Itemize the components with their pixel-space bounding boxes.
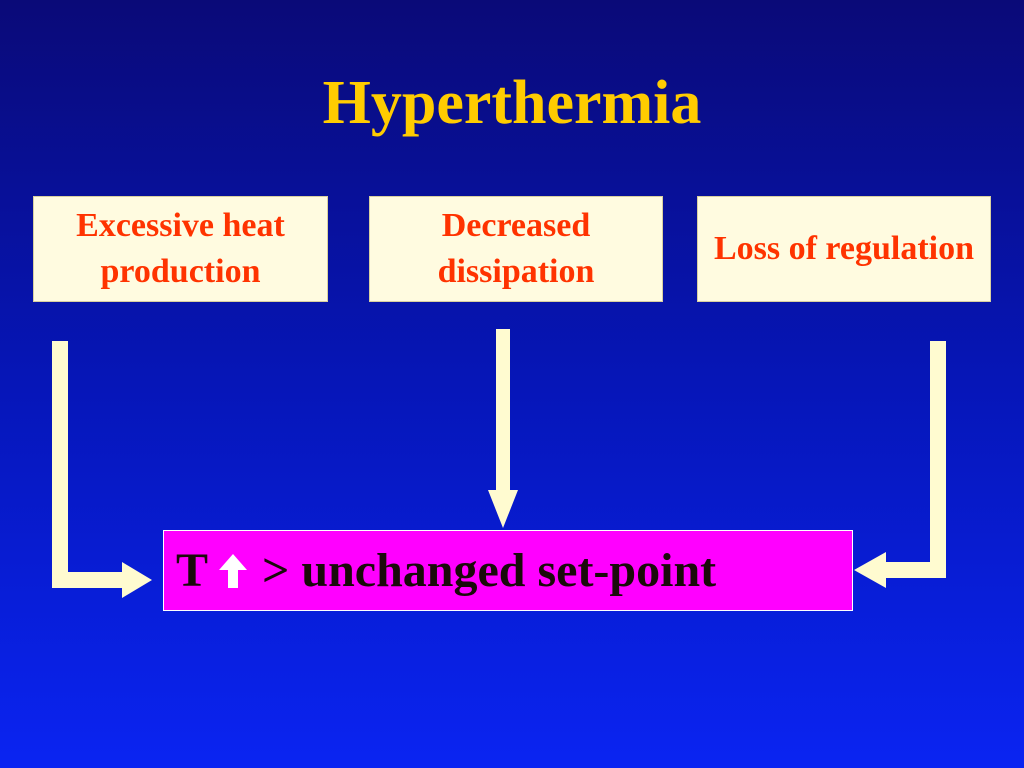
result-box: T > unchanged set-point: [163, 530, 853, 611]
connector-arrow-right: [854, 341, 946, 588]
result-prefix: T: [176, 544, 209, 597]
cause-label: Excessive heat production: [76, 207, 285, 290]
connector-arrow-left: [52, 341, 152, 598]
connector-arrow-center: [488, 329, 518, 528]
cause-label: Decreased dissipation: [437, 207, 595, 290]
cause-box-excessive-heat-production: Excessive heat production: [33, 196, 328, 302]
up-arrow-icon: [218, 552, 248, 590]
result-suffix: > unchanged set-point: [262, 544, 717, 597]
cause-box-decreased-dissipation: Decreased dissipation: [369, 196, 663, 302]
cause-label: Loss of regulation: [713, 230, 975, 267]
cause-box-loss-of-regulation: Loss of regulation: [697, 196, 991, 302]
slide-title: Hyperthermia: [322, 69, 702, 137]
up-arrow-shape: [219, 553, 248, 588]
